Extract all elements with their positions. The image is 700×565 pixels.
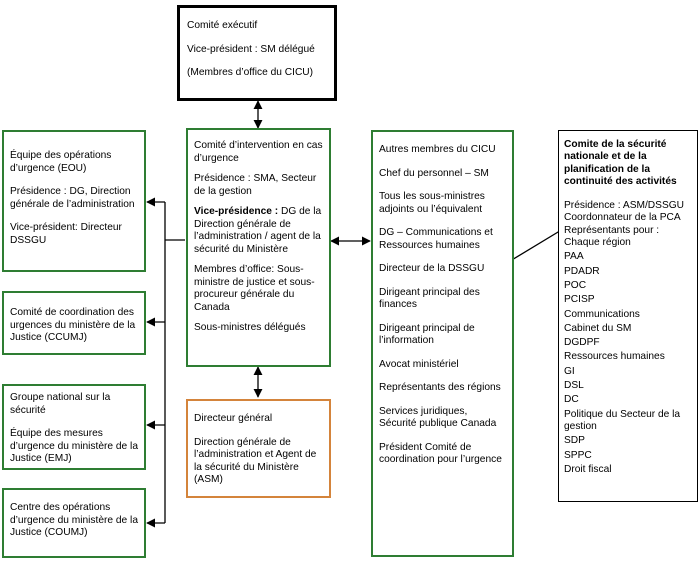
eou-vice: Vice-président: Directeur DSSGU [10,222,122,246]
others-item: Dirigeant principal de l’information [379,322,475,347]
dg-box: Directeur général Direction générale de … [186,399,331,498]
others-box: Autres membres du CICU Chef du personnel… [371,130,514,557]
others-item: Avocat ministériel [379,358,459,370]
pca-coordinator: Coordonnateur de la PCA [564,212,681,224]
executive-vice: Vice-président : SM délégué [187,43,315,55]
cicu-vice-text: DG de la Direction générale de l’adminis… [194,206,322,255]
others-item: Chef du personnel – SM [379,167,489,179]
ccumj-box: Comité de coordination des urgences du m… [2,291,146,355]
cicu-chair: Présidence : SMA, Secteur de la gestion [194,173,317,197]
others-item: Président Comité de coordination pour l’… [379,441,502,466]
others-item: Dirigeant principal des finances [379,286,480,311]
eou-title: Équipe des opérations d’urgence (EOU) [10,150,112,174]
executive-title: Comité exécutif [187,20,258,31]
pca-title: Comite de la sécurité nationale et de la… [564,139,677,187]
dg-text: Direction générale de l’administration e… [194,436,317,486]
executive-members: (Membres d’office du CICU) [187,67,314,78]
pca-rep: PCISP [564,294,595,306]
ccumj-text: Comité de coordination des urgences du m… [10,307,136,343]
dg-title: Directeur général [194,413,273,424]
eou-box: Équipe des opérations d’urgence (EOU) Pr… [2,130,146,272]
gns-box: Groupe national sur la sécurité Équipe d… [2,384,146,470]
pca-rep: PDADR [564,265,600,277]
pca-rep: DC [564,394,579,406]
cicu-vice-label: Vice-présidence : [194,206,279,217]
pca-chair: Présidence : ASM/DSSGU [564,200,685,212]
others-item: DG – Communications et Ressources humain… [379,227,493,251]
pca-rep: PAA [564,251,584,263]
pca-rep: POC [564,279,587,291]
cicu-title: Comité d’intervention en cas d’urgence [194,140,323,164]
others-item: Tous les sous-ministres adjoints ou l’éq… [379,191,485,215]
connector-bracket-left [164,202,185,523]
executive-committee-box: Comité exécutif Vice-président : SM délé… [177,5,337,101]
cicu-vice: Vice-présidence : DG de la Direction gén… [194,206,323,256]
pca-rep: Droit fiscal [564,463,612,475]
gns-title: Groupe national sur la sécurité [10,392,111,416]
others-item: Directeur de la DSSGU [379,263,485,274]
others-item: Autres membres du CICU [379,144,496,155]
pca-rep: DSL [564,380,584,392]
pca-rep: Communications [564,308,640,320]
pca-rep: SDP [564,435,585,447]
pca-rep: SPPC [564,449,592,461]
pca-rep: DGDPF [564,337,600,349]
pca-rep: GI [564,365,575,377]
pca-rep: Ressources humaines [564,351,665,363]
cicu-members: Membres d’office: Sous-ministre de justi… [194,264,315,313]
cicu-box: Comité d’intervention en cas d’urgence P… [186,128,331,367]
coumj-box: Centre des opérations d’urgence du minis… [2,488,146,558]
gns-emj: Équipe des mesures d’urgence du ministèr… [10,428,138,464]
pca-reps-label: Représentants pour : [564,224,660,236]
coumj-text: Centre des opérations d’urgence du minis… [10,502,138,538]
others-item: Représentants des régions [379,382,501,393]
pca-rep: Chaque région [564,237,631,249]
pca-rep: Cabinet du SM [564,322,632,334]
eou-chair: Présidence : DG, Direction générale de l… [10,186,135,210]
pca-rep: Politique du Secteur de la gestion [564,408,681,432]
cicu-deputies: Sous-ministres délégués [194,322,306,333]
others-item: Services juridiques, Sécurité publique C… [379,405,497,430]
pca-box: Comite de la sécurité nationale et de la… [558,130,698,502]
